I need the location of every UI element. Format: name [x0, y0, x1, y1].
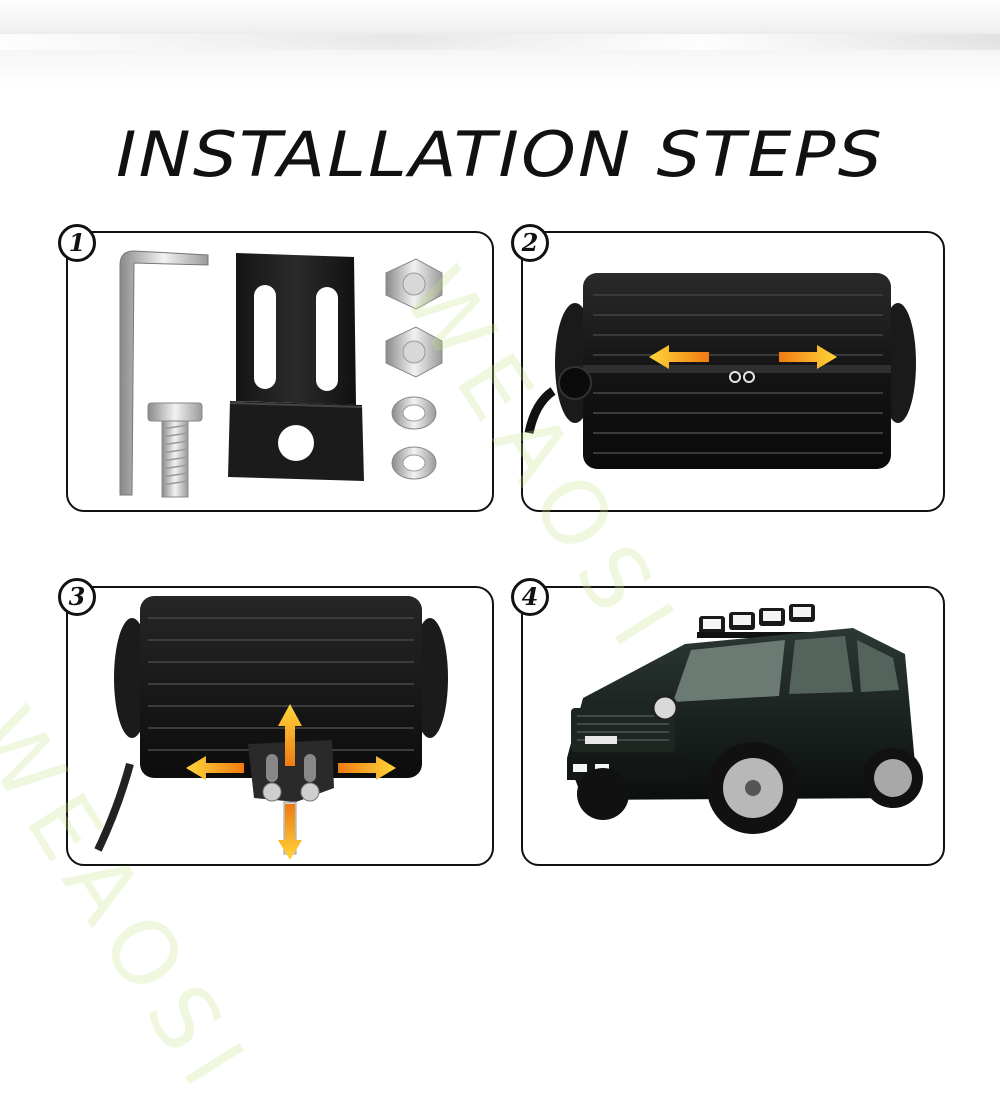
arrow-right-icon: [338, 756, 396, 780]
step-1-panel: [66, 231, 494, 512]
step-2-panel: [521, 231, 945, 512]
page-title: INSTALLATION STEPS: [115, 118, 885, 191]
bolt-icon: [147, 402, 203, 498]
arrow-up-icon: [278, 704, 302, 766]
step-4-badge: 4: [511, 578, 549, 616]
step-3-badge: 3: [58, 578, 96, 616]
light-with-bracket-image: [94, 596, 448, 860]
wheel-icon: [863, 748, 923, 808]
step-3-panel: [66, 586, 494, 866]
arrow-right-icon: [779, 345, 837, 369]
suv-body: [567, 628, 915, 800]
roof-light-icon: [697, 604, 821, 638]
arrow-left-icon: [186, 756, 244, 780]
hex-nut-icon: [385, 258, 443, 310]
washer-icon: [391, 446, 437, 480]
mounting-bracket-icon: [228, 253, 364, 481]
suv-with-lights-image: [567, 604, 923, 834]
washer-icon: [391, 396, 437, 430]
hex-key-icon: [119, 250, 209, 496]
mounting-hardware-image: [119, 250, 443, 498]
hex-nut-icon: [385, 326, 443, 378]
light-back-image: [524, 273, 916, 469]
arrow-down-icon: [278, 804, 302, 860]
top-banner-stripe: [0, 0, 1000, 84]
arrow-left-icon: [649, 345, 709, 369]
step-1-badge: 1: [58, 224, 96, 262]
step-4-panel: [521, 586, 945, 866]
wheel-icon: [707, 742, 799, 834]
step-2-badge: 2: [511, 224, 549, 262]
wheel-icon: [577, 768, 629, 820]
